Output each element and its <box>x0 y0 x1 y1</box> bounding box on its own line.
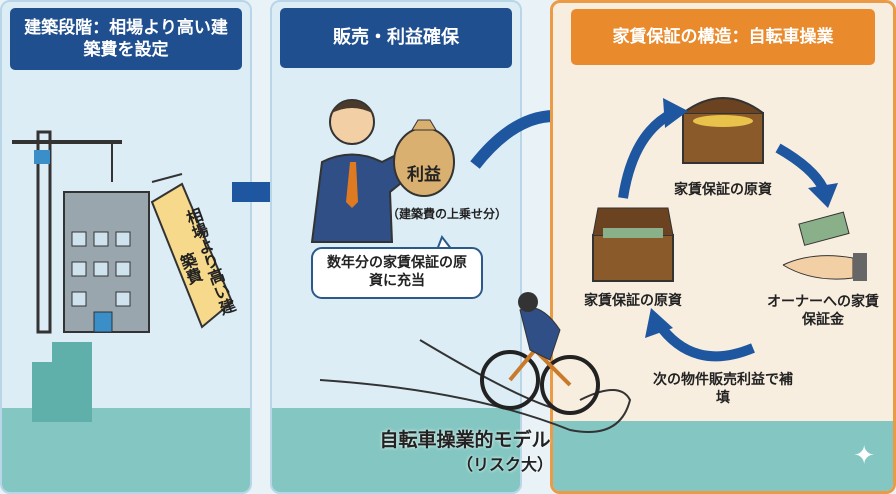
sparkle-icon: ✦ <box>853 441 875 471</box>
panel-guarantee-structure: 家賃保証の構造：自転車操業 家賃保証の原資 家賃保証の原資 オーナーへの家賃保証… <box>550 0 896 494</box>
cycle-label-right: オーナーへの家賃保証金 <box>767 294 879 329</box>
crane-building-illustration <box>12 130 234 422</box>
panel-construction: 建築段階：相場より高い建築費を設定 相場より高い建築費 <box>0 0 252 494</box>
cycle-diagram <box>592 97 867 362</box>
panel-sales-profit: 販売・利益確保 利益 （建築費の上乗せ分） 数年分の家賃保証の原資に充当 <box>270 0 522 494</box>
speech-bubble: 数年分の家賃保証の原資に充当 <box>327 255 467 290</box>
profit-note: （建築費の上乗せ分） <box>386 207 507 221</box>
footer-note: （リスク大） <box>456 455 553 474</box>
footer-title: 自転車操業的モデル <box>379 429 551 451</box>
panel-header: 販売・利益確保 <box>280 8 512 68</box>
panel-header: 家賃保証の構造：自転車操業 <box>571 9 875 65</box>
ground <box>272 408 520 492</box>
cyclist-illustration <box>320 292 632 433</box>
cycle-label-top: 家賃保証の原資 <box>674 182 772 198</box>
businessman-illustration <box>310 99 483 299</box>
ground <box>553 421 893 491</box>
profit-bag-label: 利益 <box>407 165 441 185</box>
cycle-label-bottom: 次の物件販売利益で補填 <box>653 372 793 407</box>
panel-header: 建築段階：相場より高い建築費を設定 <box>10 8 242 70</box>
cycle-label-left: 家賃保証の原資 <box>584 293 682 309</box>
